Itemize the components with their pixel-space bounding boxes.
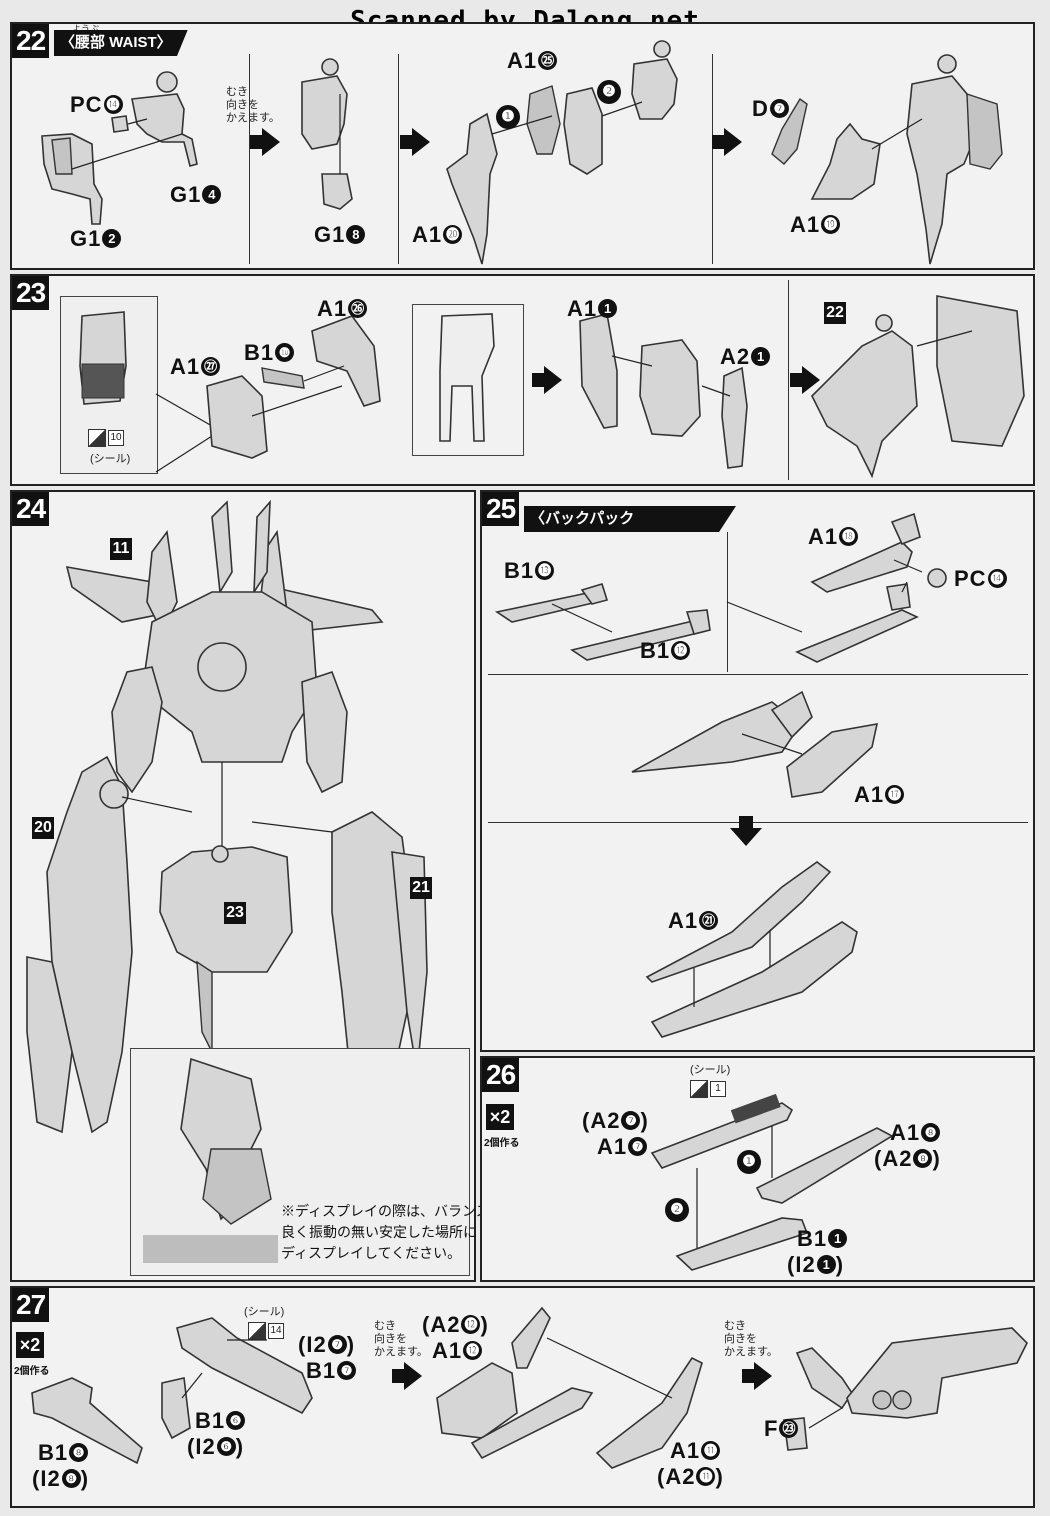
repeat-x2-badge: ×2	[486, 1104, 514, 1130]
step-22-number: 22	[12, 24, 50, 58]
next-arrow-down	[730, 816, 762, 846]
ref-box-11: 11	[110, 538, 132, 560]
step-25-title: 〈バックパック BACKPACK〉	[524, 506, 736, 532]
sticker-ref-23: 10	[88, 429, 124, 447]
step-27-number: 27	[12, 1288, 50, 1322]
display-note: ※ディスプレイの際は、バランス良く振動の無い安定した場所にディスプレイしてくださ…	[281, 1203, 490, 1261]
order-badge-1: ❶	[496, 105, 520, 129]
step-23-number: 23	[12, 276, 50, 310]
step-22-ruby: ようぶ	[72, 24, 100, 34]
ref-box-22: 22	[824, 302, 846, 324]
ref-box-21: 21	[410, 877, 432, 899]
step-26-parts-art	[650, 1093, 894, 1271]
sticker-caption-26: (シール)	[690, 1064, 731, 1076]
next-arrow	[250, 128, 280, 156]
ref-box-23: 23	[224, 902, 246, 924]
next-arrow	[712, 128, 742, 156]
next-arrow	[532, 366, 562, 394]
step-25-panel: 25 〈バックパック BACKPACK〉	[480, 490, 1035, 1052]
display-stand-base	[143, 1235, 278, 1263]
sticker-caption-27: (シール)	[244, 1306, 285, 1318]
repeat-caption: 2個作る	[14, 1366, 50, 1377]
step-25-parts-art	[494, 512, 947, 1038]
step-27-parts-art	[31, 1306, 1028, 1469]
turn-note-27a: むき向きをかえます。	[374, 1320, 428, 1358]
step-26-number: 26	[482, 1058, 520, 1092]
order-badge-2: ❷	[597, 80, 621, 104]
next-arrow	[392, 1362, 422, 1390]
step-24-panel: 24 11 20 21 23	[10, 490, 490, 1282]
turn-note-27b: むき向きをかえます。	[724, 1320, 778, 1358]
step-22-parts-art	[41, 40, 1003, 265]
step-25-number: 25	[482, 492, 520, 526]
next-arrow	[742, 1362, 772, 1390]
next-arrow	[400, 128, 430, 156]
step-22-title: 〈腰部 WAIST〉	[54, 30, 188, 56]
repeat-x2-badge: ×2	[16, 1332, 44, 1358]
step-24-number: 24	[12, 492, 50, 526]
step-22-panel: 22 ようぶ 〈腰部 WAIST〉	[10, 22, 1035, 270]
next-arrow	[790, 366, 820, 394]
order-badge-1: ❶	[737, 1150, 761, 1174]
ref-box-20: 20	[32, 817, 54, 839]
repeat-caption: 2個作る	[484, 1138, 520, 1149]
step-23-parts-art	[79, 295, 1025, 479]
turn-note-22: むき向きをかえます。	[226, 86, 280, 124]
order-badge-2: ❷	[665, 1198, 689, 1222]
display-inset: ※ディスプレイの際は、バランス良く振動の無い安定した場所にディスプレイしてくださ…	[130, 1048, 490, 1276]
reference-frame-inset	[412, 304, 524, 456]
sticker-ref-26: 1	[690, 1080, 726, 1098]
sticker-caption-23: (シール)	[90, 453, 131, 465]
